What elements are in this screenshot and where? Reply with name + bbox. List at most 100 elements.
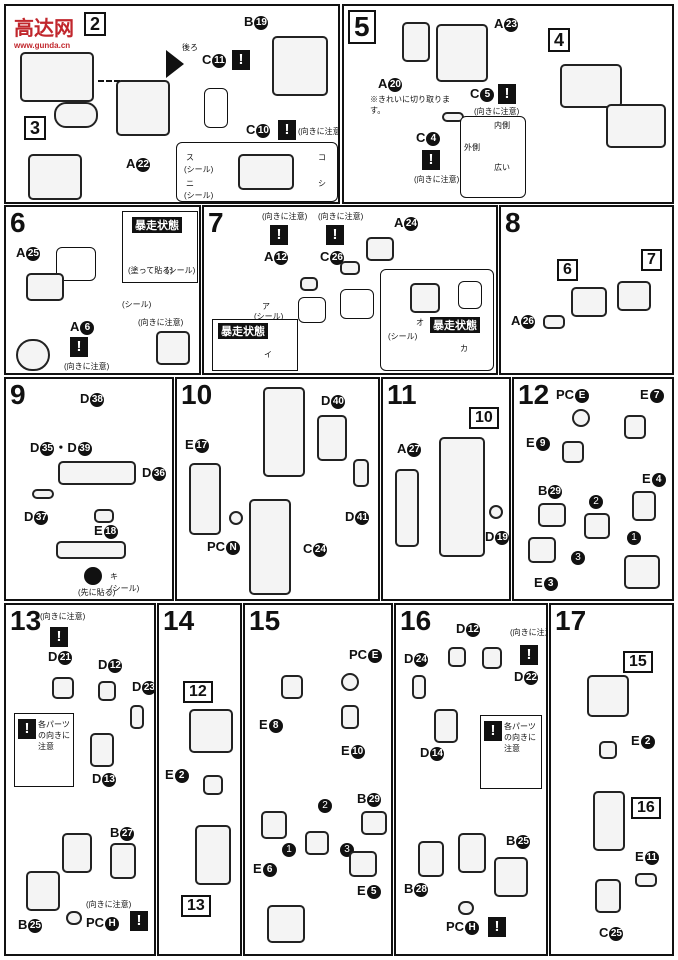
seal-letter-a: ア [262,302,270,311]
seal-label: (シール) [388,332,418,341]
part-small [635,873,657,887]
sub-step-3: 3 [24,116,47,140]
part-joint-small [562,441,584,463]
part-armor [361,811,387,835]
sub-step-7: 7 [641,249,662,271]
part-lower-leg [195,825,231,885]
part-shin-plate [395,469,419,547]
part-joint-large [90,733,114,767]
part-armor-cover [26,871,60,911]
part-block-side [606,104,666,148]
arrow-right-icon [166,50,184,78]
part-armor-right [632,491,656,521]
seal-letter-ki: キ [110,572,118,581]
seal-letter-shi: シ [318,179,326,188]
part-plate [130,705,144,729]
note-parts-direction: 各パーツの向きに注意 [504,722,536,753]
warning-icon: ! [232,50,250,70]
note-parts-direction: 各パーツの向きに注意 [38,720,70,751]
part-rifle [58,461,136,485]
sub-step-12: 12 [183,681,213,703]
part-small [543,315,565,329]
note-direction: (向きに注意) [40,612,86,621]
sub-step-6: 6 [557,259,578,281]
detail-box [340,289,374,319]
note-outer: 外側 [464,143,480,152]
warning-icon: ! [484,721,502,741]
part-waist-block [272,36,328,96]
part-head [16,339,50,371]
seal-mark [84,567,102,585]
part-rifle-side [56,541,126,559]
step-number: 14 [163,605,195,636]
orientation-detail-box [460,116,526,198]
seal-label: (シール) [184,165,214,174]
warning-icon: ! [70,337,88,357]
warning-icon: ! [50,627,68,647]
part-block [436,24,488,82]
step-number: 15 [249,605,281,636]
step-marker-1: 1 [282,843,296,857]
part-knee-block [110,843,136,879]
part-small-tip [300,277,318,291]
note-direction: (向きに注意) [138,318,184,327]
note-cut: ※きれいに切り取ります。 [370,95,450,115]
step-number: 6 [10,207,26,238]
step-marker-2: 2 [589,495,603,509]
seal-label: (シール) [166,266,196,275]
part-knee [584,513,610,539]
detail-box [56,247,96,281]
step-number: 17 [555,605,587,636]
note-direction: (向きに注意) [474,107,520,116]
detail-box [458,281,482,309]
part-hand-assembled [156,331,190,365]
step-number: 9 [10,379,26,410]
warning-icon: ! [422,150,440,170]
step-marker-3: 3 [571,551,585,565]
part-round [489,505,503,519]
note-direction: (向きに注意) [510,628,546,637]
part-knee [305,831,329,855]
step-number: 11 [387,379,417,410]
panel-step-16: 16 D12 D24 (向きに注意) ! D22 D14 ! 各パーツの向きに注… [394,603,548,956]
part-poly-cap [66,911,82,925]
warning-icon: ! [130,911,148,931]
part-head-base [238,154,294,190]
part-knee-assembled [267,905,305,943]
note-back: 後ろ [182,43,198,52]
